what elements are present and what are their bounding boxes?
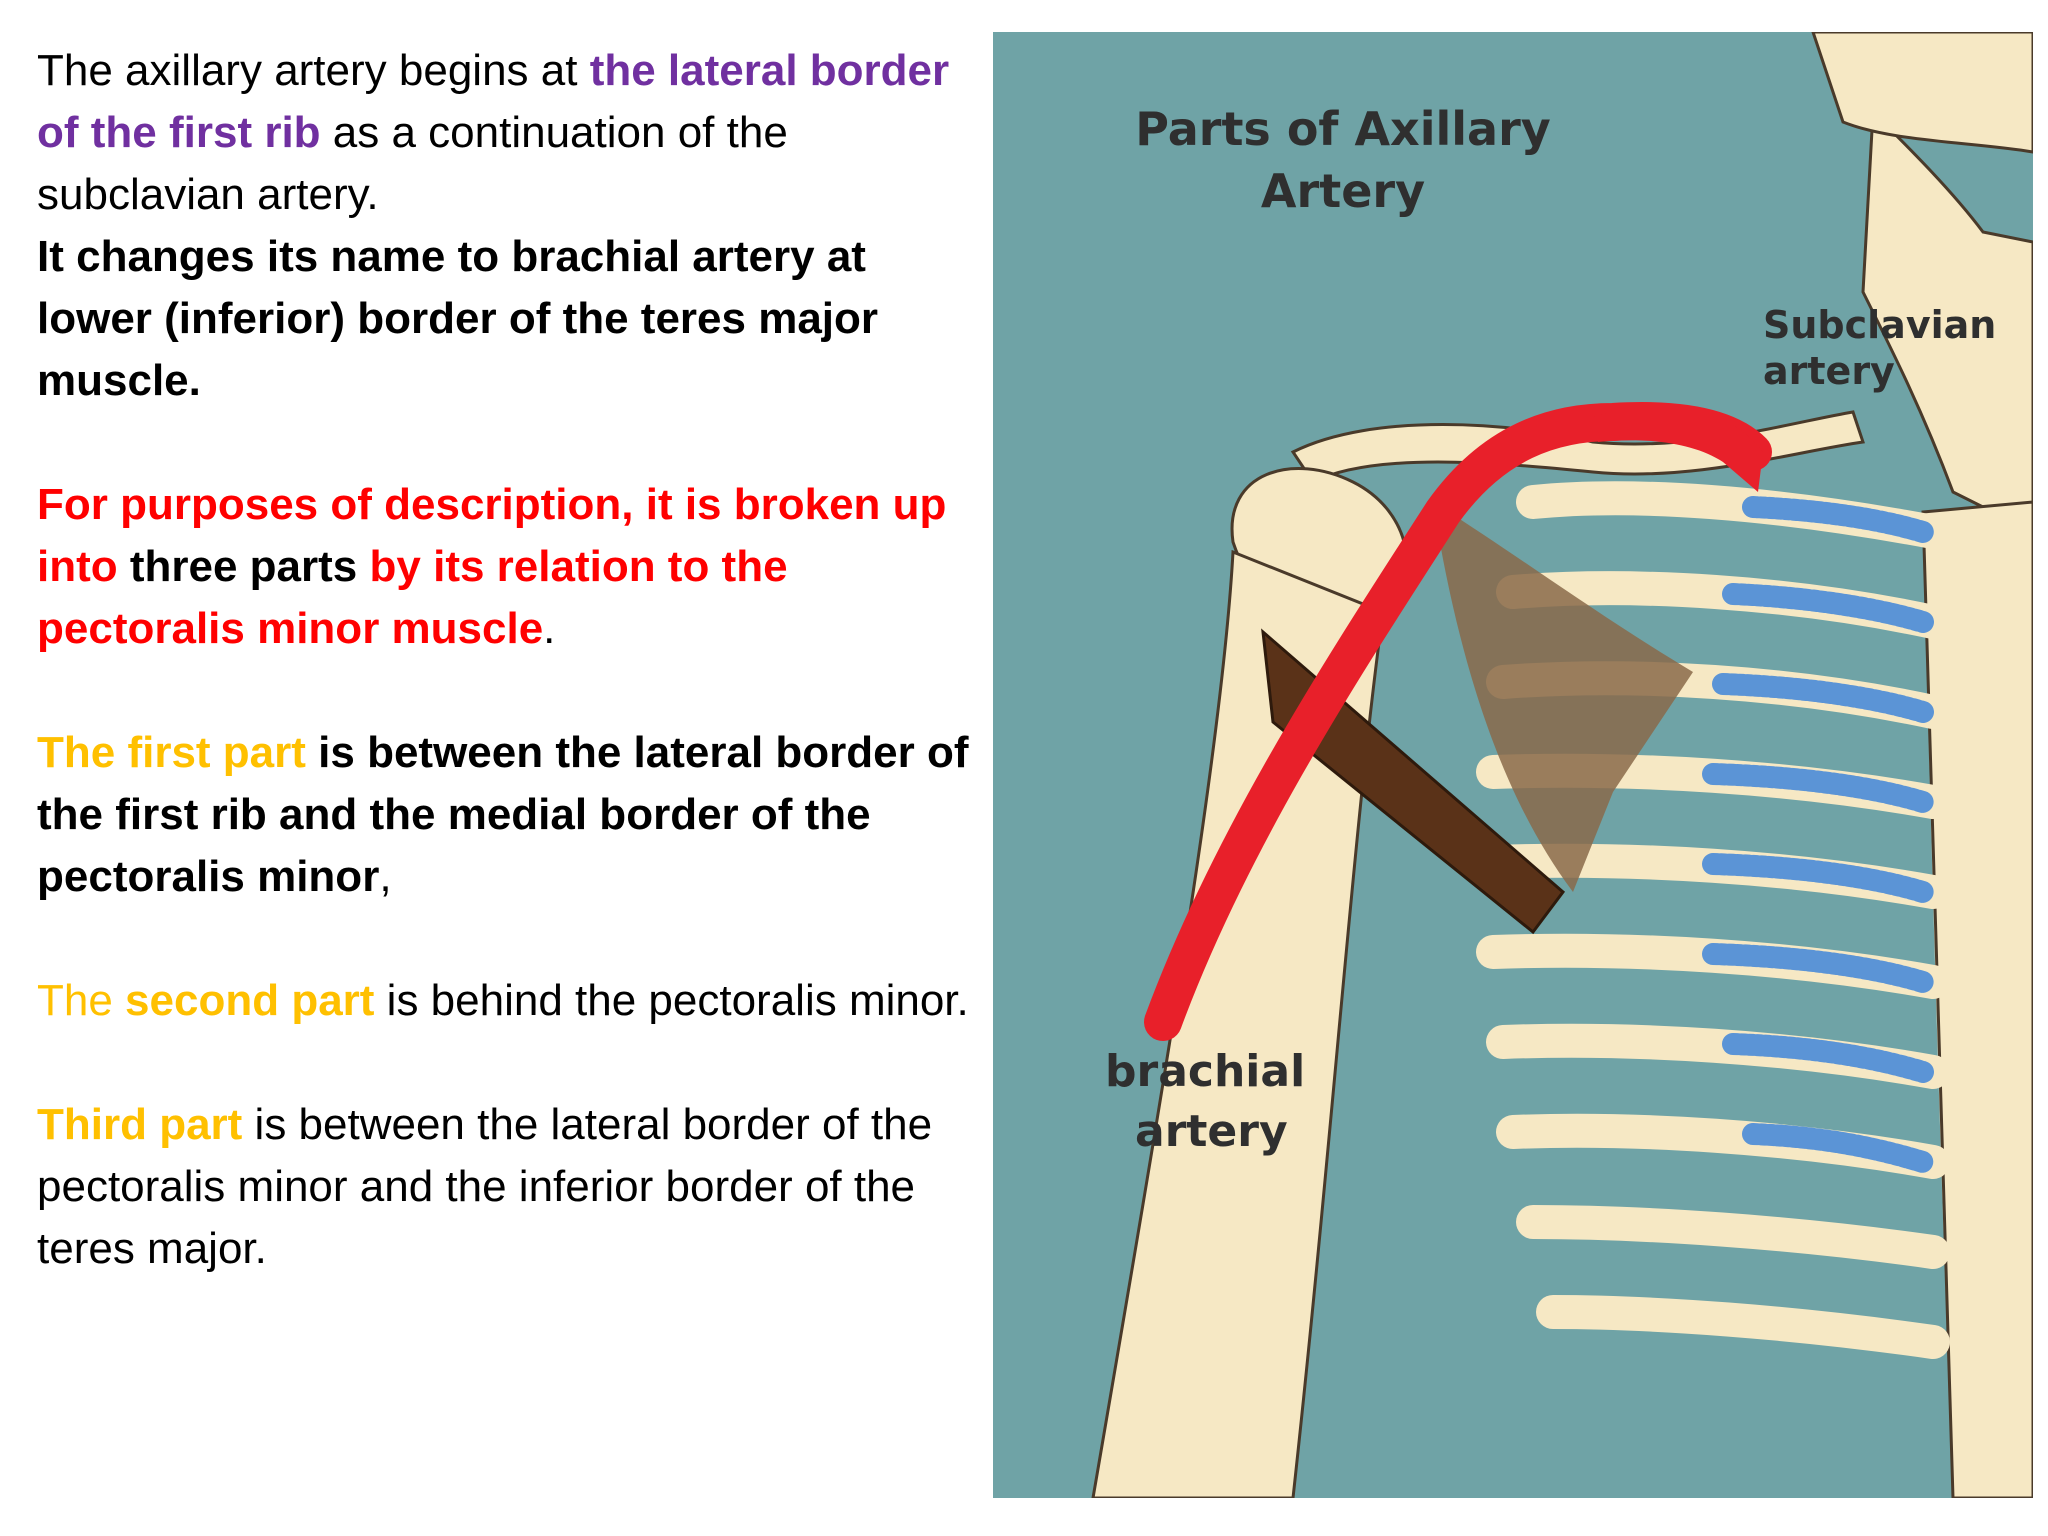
- bold-text: is between the lateral border of the fir…: [37, 728, 969, 901]
- gold-text: The: [37, 976, 126, 1025]
- pectoralis-minor-muscle: [1433, 502, 1693, 892]
- label-line: artery: [1763, 349, 1895, 393]
- subclavian-artery: [1593, 405, 1763, 492]
- skull-jaw: [1811, 32, 2033, 154]
- paragraph-third-part: Third part is between the lateral border…: [37, 1094, 977, 1280]
- anatomy-illustration: Parts of Axillary Artery Subclavian arte…: [993, 32, 2033, 1498]
- paragraph-description: For purposes of description, it is broke…: [37, 474, 977, 660]
- text-run: is between the lateral border of the pec…: [37, 1100, 933, 1273]
- red-text: by its relation to the pectoralis minor …: [37, 542, 788, 653]
- anatomy-drawing: [1091, 32, 2033, 1498]
- third-part-heading: Third part: [37, 1100, 243, 1149]
- text-column: The axillary artery begins at the latera…: [37, 40, 977, 1342]
- text-run: is behind the pectoralis minor.: [374, 976, 969, 1025]
- text-run: .: [543, 604, 556, 653]
- figure-title-line: Parts of Axillary: [1135, 102, 1551, 156]
- cervical-spine: [1861, 108, 2033, 534]
- text-run: ,: [379, 852, 392, 901]
- paragraph-first-part: The first part is between the lateral bo…: [37, 722, 977, 908]
- label-line: brachial: [1105, 1046, 1306, 1097]
- red-text: For purposes of description, it is broke…: [37, 480, 947, 591]
- text-run: The axillary artery begins at: [37, 46, 590, 95]
- brachial-artery-label: brachial artery: [1105, 1042, 1305, 1162]
- rib-cage: [1476, 481, 1950, 1359]
- label-line: Subclavian: [1763, 303, 1997, 347]
- second-part-heading: second part: [125, 976, 375, 1025]
- figure-title-line: Artery: [1260, 164, 1426, 218]
- paragraph-second-part: The second part is behind the pectoralis…: [37, 970, 977, 1032]
- figure-title: Parts of Axillary Artery: [1103, 98, 1583, 222]
- text-run: as a continuation of the subclavian arte…: [37, 108, 788, 219]
- humerus: [1091, 549, 1385, 1498]
- paragraph-origin: The axillary artery begins at the latera…: [37, 40, 977, 412]
- subclavian-artery-label: Subclavian artery: [1763, 302, 1996, 394]
- label-line: artery: [1135, 1106, 1288, 1157]
- first-part-heading: The first part: [37, 728, 306, 777]
- bold-sentence-brachial: It changes its name to brachial artery a…: [37, 232, 879, 405]
- highlight-lateral-border: the lateral border of the first rib: [37, 46, 950, 157]
- bold-three-parts: three parts: [117, 542, 370, 591]
